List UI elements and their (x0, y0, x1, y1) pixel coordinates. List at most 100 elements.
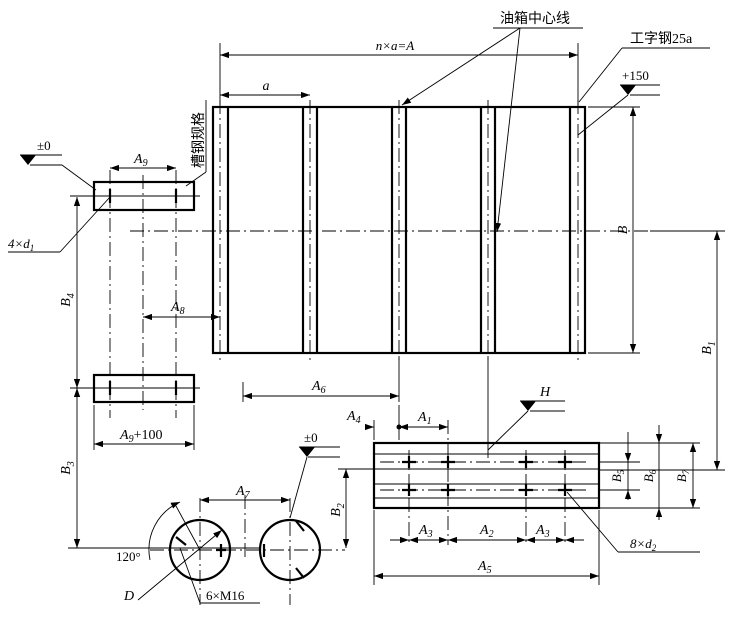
label-B3-sub: 3 (66, 461, 77, 467)
flange-view (150, 495, 345, 605)
label-A7: A (235, 484, 245, 499)
svg-text:A6: A6 (311, 379, 326, 396)
dim-B1: B1 (600, 230, 725, 471)
label-8xd2-group: 8×d2 (566, 491, 700, 553)
svg-text:B2: B2 (329, 503, 347, 517)
label-elev-zero-left: ±0 (37, 138, 51, 153)
svg-text:4×d1: 4×d1 (8, 236, 34, 253)
label-A3-right: A (535, 523, 545, 538)
label-B7: B (674, 474, 689, 482)
label-A3-left-sub: 3 (427, 529, 433, 540)
label-A1: A (417, 410, 427, 425)
label-A8: A (170, 300, 180, 315)
label-A9-plus100-sub: 9 (129, 434, 134, 445)
svg-text:A5: A5 (477, 559, 492, 576)
svg-text:A3: A3 (418, 523, 433, 540)
label-6xM16: 6×M16 (206, 588, 245, 603)
svg-text:B1: B1 (700, 341, 718, 355)
label-A9-sub: 9 (143, 158, 148, 169)
beam-centerlines (219, 100, 579, 360)
label-oil-tank-centerline: 油箱中心线 (500, 11, 570, 27)
channel-spec-leader: 槽钢规格 (185, 100, 207, 187)
dim-B4: B4 (59, 197, 81, 388)
label-B2: B (329, 508, 344, 517)
dim-B: B (588, 106, 640, 354)
label-angle-120: 120° (116, 549, 141, 564)
dim-B2: B2 (329, 468, 374, 548)
svg-text:A4: A4 (346, 409, 361, 426)
oil-tank-centerline-leader: 油箱中心线 (401, 11, 583, 233)
dim-B3: B3 (59, 388, 260, 549)
label-B3: B (59, 466, 74, 475)
label-D-group: D (123, 529, 223, 604)
label-4xd1: 4×d (8, 236, 30, 251)
i-beam-leader: 工字钢25a (578, 31, 710, 103)
bolt-marks-left (175, 536, 226, 557)
elevation-zero-mid: ±0 (289, 430, 340, 519)
label-A2: A (479, 523, 489, 538)
dim-A9-plus100: A9+100 (93, 405, 195, 450)
svg-text:B5: B5 (609, 469, 626, 482)
svg-text:B6: B6 (641, 469, 658, 482)
label-n-times-a: n×a=A (376, 38, 415, 53)
label-A9-plus100: A (119, 428, 129, 443)
svg-text:A7: A7 (235, 484, 251, 501)
label-D: D (123, 589, 134, 604)
svg-text:A1: A1 (417, 410, 432, 427)
svg-text:B4: B4 (59, 293, 77, 307)
label-A7-sub: 7 (245, 490, 251, 501)
dim-A6: A6 (242, 356, 400, 402)
label-B5: B (609, 474, 624, 482)
svg-text:A9+100: A9+100 (119, 428, 162, 445)
dim-A3-A2-A3: A3 A2 A3 (373, 510, 600, 585)
label-A9-plus100-tail: +100 (134, 428, 163, 443)
label-4xd1-sub: 1 (30, 243, 35, 253)
base-plate (372, 441, 601, 510)
label-a: a (263, 79, 270, 94)
dim-A4-A1: A4 A1 (346, 405, 448, 440)
dim-B5-B6-B7: B5 B6 B7 (599, 425, 700, 520)
label-A1-sub: 1 (427, 416, 432, 427)
elevation-plus150: +150 (577, 68, 660, 136)
svg-text:A8: A8 (170, 300, 185, 317)
svg-text:B3: B3 (59, 461, 77, 475)
label-B2-sub: 2 (336, 503, 347, 508)
channel-holes (108, 189, 178, 395)
svg-text:8×d2: 8×d2 (630, 536, 657, 553)
label-channel-steel-spec: 槽钢规格 (191, 112, 207, 168)
label-A4-sub: 4 (356, 415, 361, 426)
main-plan (130, 100, 690, 360)
dim-A7: A7 (200, 484, 290, 504)
i-beams (226, 107, 572, 353)
label-4xd1-group: 4×d1 (8, 196, 111, 253)
channel-bottom (92, 373, 196, 404)
label-elev-zero-mid: ±0 (304, 430, 318, 445)
base-plate-view (372, 356, 601, 545)
label-8xd2: 8×d (630, 536, 652, 551)
svg-text:A3: A3 (535, 523, 550, 540)
dim-A5: A5 (374, 559, 599, 580)
svg-text:A9: A9 (133, 152, 148, 169)
svg-text:A2: A2 (479, 523, 494, 540)
label-B1-sub: 1 (707, 341, 718, 346)
dim-n-a: n×a=A (219, 38, 579, 105)
channel-steel-view (70, 170, 200, 418)
label-A5: A (477, 559, 487, 574)
label-B4-sub: 4 (66, 293, 77, 298)
label-elev-plus150: +150 (622, 68, 649, 83)
label-A8-sub: 8 (180, 306, 185, 317)
label-i-beam: 工字钢25a (630, 31, 693, 47)
label-A5-sub: 5 (487, 565, 492, 576)
bolt-marks-right (262, 520, 305, 579)
dim-A9: A9 (110, 152, 176, 172)
label-B: B (616, 225, 631, 234)
label-8xd2-sub: 2 (652, 543, 657, 553)
label-H: H (539, 385, 551, 400)
dim-A8: A8 (143, 300, 220, 321)
dim-a: a (220, 79, 310, 99)
label-6xM16-group: 6×M16 (179, 547, 260, 604)
label-A9: A (133, 152, 143, 167)
label-B6: B (641, 474, 656, 482)
label-B1: B (700, 346, 715, 355)
